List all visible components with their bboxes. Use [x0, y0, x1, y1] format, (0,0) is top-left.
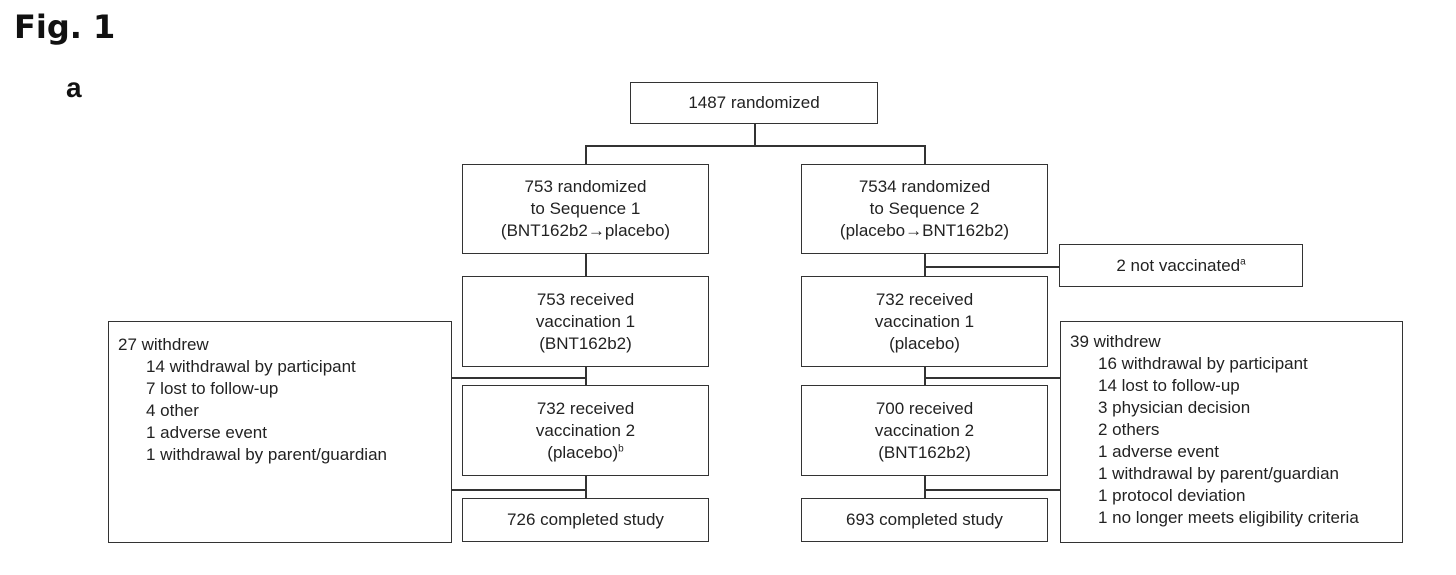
- seq1-vacc2-line1: 732 received: [536, 398, 635, 418]
- seq2-vacc1-line2: vaccination 1: [874, 311, 975, 331]
- connector-to-seq1: [585, 145, 587, 165]
- seq2-vacc2-box: 700 received vaccination 2 (BNT162b2): [801, 385, 1048, 476]
- not-vaccinated-text: 2 not vaccinateda: [1116, 255, 1245, 277]
- seq2-withdrew-reason: 1 no longer meets eligibility criteria: [1098, 508, 1359, 527]
- seq2-completed-text: 693 completed study: [846, 510, 1003, 529]
- footnote-a-marker: a: [1240, 255, 1246, 267]
- seq1-vacc2-box: 732 received vaccination 2 (placebo)b: [462, 385, 709, 476]
- seq2-randomized-line3: (placebo→BNT162b2): [839, 221, 1010, 240]
- seq1-randomized-line1: 753 randomized: [524, 177, 647, 196]
- seq1-vacc2-line2: vaccination 2: [535, 420, 636, 440]
- seq2-withdrew-reason: 3 physician decision: [1098, 398, 1251, 417]
- connector-top-down: [754, 123, 756, 145]
- seq1-withdrew-reason: 1 withdrawal by parent/guardian: [146, 445, 387, 464]
- seq2-withdrew-reason: 1 protocol deviation: [1098, 486, 1246, 505]
- connector-seq2-withdrew-2: [924, 489, 1061, 491]
- seq1-completed-box: 726 completed study: [462, 498, 709, 542]
- connector-seq1-vacc2: [585, 366, 587, 386]
- seq1-vacc1-line1: 753 received: [536, 289, 635, 309]
- randomized-total-text: 1487 randomized: [688, 93, 820, 112]
- seq1-vacc2-line3: (placebo)b: [547, 442, 623, 464]
- connector-not-vaccinated: [924, 266, 1060, 268]
- seq2-withdrew-reason: 1 adverse event: [1098, 442, 1219, 461]
- connector-seq2-vacc2: [924, 366, 926, 386]
- connector-seq1-vacc1: [585, 253, 587, 277]
- seq1-vacc1-box: 753 received vaccination 1 (BNT162b2): [462, 276, 709, 367]
- figure-title: Fig. 1: [14, 8, 116, 46]
- seq1-withdrew-reason: 14 withdrawal by participant: [146, 357, 356, 376]
- randomized-total-box: 1487 randomized: [630, 82, 878, 124]
- seq1-completed-text: 726 completed study: [507, 510, 664, 529]
- footnote-b-marker: b: [618, 442, 624, 454]
- seq1-randomized-line3: (BNT162b2→placebo): [500, 221, 671, 240]
- connector-seq1-withdrew-1: [451, 377, 585, 379]
- not-vaccinated-box: 2 not vaccinateda: [1059, 244, 1303, 287]
- seq1-vacc1-line2: vaccination 1: [535, 311, 636, 331]
- seq1-withdrew-reason: 4 other: [146, 401, 199, 420]
- seq2-vacc2-line2: vaccination 2: [874, 420, 975, 440]
- seq1-randomized-line2: to Sequence 1: [530, 199, 641, 218]
- connector-seq2-vacc1: [924, 253, 926, 277]
- connector-seq2-completed: [924, 475, 926, 499]
- seq2-withdrew-box: 39 withdrew 16 withdrawal by participant…: [1060, 321, 1403, 543]
- panel-label: a: [66, 72, 82, 103]
- seq2-vacc2-line1: 700 received: [875, 398, 974, 418]
- connector-seq1-completed: [585, 475, 587, 499]
- seq2-randomized-line2: to Sequence 2: [869, 199, 980, 218]
- connector-to-seq2: [924, 145, 926, 165]
- not-vaccinated-label: 2 not vaccinated: [1116, 255, 1241, 275]
- seq1-withdrew-reason: 7 lost to follow-up: [146, 379, 279, 398]
- seq2-withdrew-reason: 2 others: [1098, 420, 1160, 439]
- seq1-withdrew-header: 27 withdrew: [118, 335, 209, 354]
- seq2-vacc1-box: 732 received vaccination 1 (placebo): [801, 276, 1048, 367]
- connector-seq2-withdrew-1: [924, 377, 1061, 379]
- seq1-withdrew-box: 27 withdrew 14 withdrawal by participant…: [108, 321, 452, 543]
- connector-seq1-withdrew-2: [451, 489, 585, 491]
- seq2-vacc1-line1: 732 received: [875, 289, 974, 309]
- seq2-vacc2-line3: (BNT162b2): [878, 442, 971, 462]
- seq1-randomized-box: 753 randomized to Sequence 1 (BNT162b2→p…: [462, 164, 709, 254]
- seq1-withdrew-reason: 1 adverse event: [146, 423, 267, 442]
- seq2-withdrew-header: 39 withdrew: [1070, 332, 1161, 351]
- seq1-vacc1-line3: (BNT162b2): [539, 333, 632, 353]
- seq2-withdrew-reason: 16 withdrawal by participant: [1098, 354, 1308, 373]
- connector-split: [585, 145, 924, 147]
- seq2-withdrew-reason: 1 withdrawal by parent/guardian: [1098, 464, 1339, 483]
- seq2-withdrew-reason: 14 lost to follow-up: [1098, 376, 1240, 395]
- seq2-randomized-box: 7534 randomized to Sequence 2 (placebo→B…: [801, 164, 1048, 254]
- seq2-vacc1-line3: (placebo): [889, 333, 960, 353]
- seq2-completed-box: 693 completed study: [801, 498, 1048, 542]
- seq1-vacc2-line3-text: (placebo): [547, 442, 619, 462]
- seq2-randomized-line1: 7534 randomized: [858, 177, 991, 196]
